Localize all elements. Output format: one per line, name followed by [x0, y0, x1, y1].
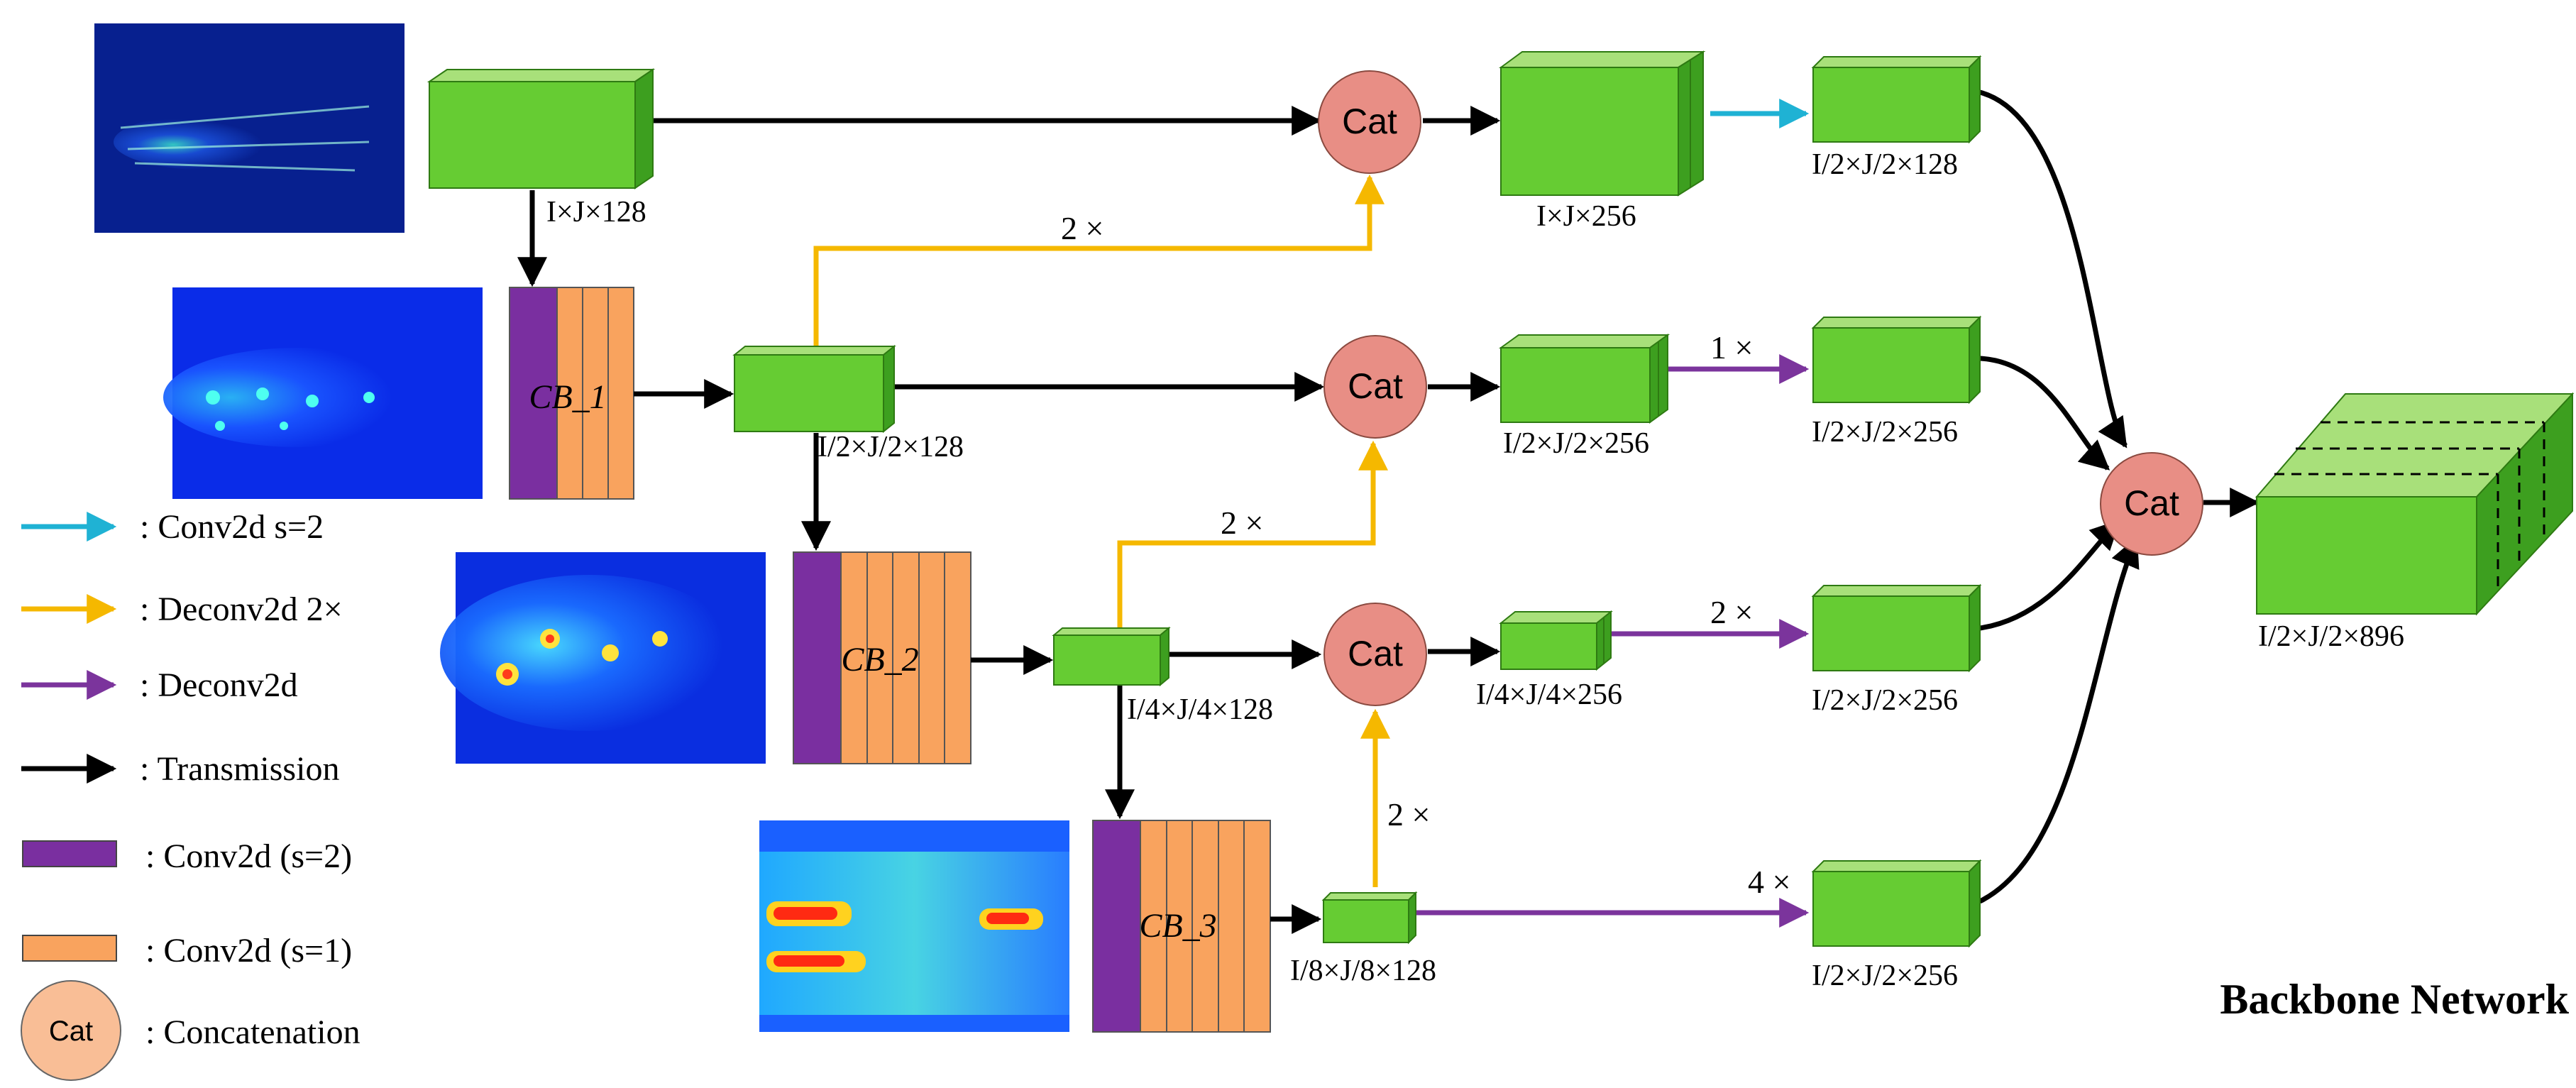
feature-cube-o4 [1811, 859, 1982, 948]
cat-node-final-label: Cat [2124, 483, 2179, 523]
dim-out3: I/2×J/2×256 [1812, 684, 1958, 717]
feature-cube-f3 [1052, 626, 1171, 687]
mult-up-low: 2 × [1387, 796, 1430, 833]
legend-swatch-cat-circle: Cat [21, 980, 121, 1081]
cb3-block: CB_3 [1092, 820, 1271, 1033]
dim-in1: I×J×128 [546, 196, 646, 229]
legend: : Conv2d s=2 : Deconv2d 2× : Deconv2d : … [21, 508, 360, 1081]
edge-o4-catf [1978, 537, 2140, 904]
cat-node-2: Cat [1323, 335, 1427, 439]
feature-cube-o1 [1811, 55, 1982, 144]
legend-label-3: : Transmission [140, 750, 339, 788]
feature-cube-f4 [1321, 891, 1418, 945]
legend-swatch-orange-rect [22, 935, 117, 962]
dim-in4: I/8×J/8×128 [1290, 955, 1436, 987]
feature-cube-f2 [732, 344, 896, 434]
dim-cat2: I/2×J/2×256 [1503, 427, 1649, 460]
dim-out2: I/2×J/2×256 [1812, 416, 1958, 449]
cat-node-2-label: Cat [1348, 366, 1403, 406]
cat-node-3-label: Cat [1348, 634, 1403, 674]
mult-out4: 4 × [1748, 864, 1790, 900]
feature-cube-final [2255, 392, 2575, 616]
edge-f3-cat2-up [1117, 440, 1388, 628]
feature-cube-f1 [426, 68, 656, 189]
cb3-label: CB_3 [1139, 907, 1216, 945]
mult-up-top: 2 × [1061, 210, 1103, 246]
legend-label-6: : Concatenation [145, 1013, 360, 1051]
input-image-4 [759, 820, 1069, 1032]
legend-cat-text: Cat [49, 1016, 93, 1047]
legend-label-2: : Deconv2d [140, 666, 298, 704]
cb1-label: CB_1 [529, 378, 606, 416]
edge-o1-catf [1979, 89, 2128, 449]
legend-swatch-purple-rect [22, 840, 117, 867]
mult-up-mid: 2 × [1221, 505, 1263, 541]
cb2-block: CB_2 [793, 551, 971, 764]
dim-out4: I/2×J/2×256 [1812, 960, 1958, 992]
cat-node-1-label: Cat [1342, 101, 1397, 141]
dim-in3: I/4×J/4×128 [1127, 693, 1273, 726]
mult-out3: 2 × [1710, 594, 1753, 630]
input-image-2 [163, 287, 483, 499]
cb2-label: CB_2 [841, 641, 918, 678]
dim-cat1: I×J×256 [1536, 200, 1636, 233]
cat-node-3: Cat [1323, 603, 1427, 706]
legend-label-1: : Deconv2d 2× [140, 590, 343, 628]
legend-label-0: : Conv2d s=2 [140, 508, 324, 546]
cat-node-1: Cat [1318, 70, 1421, 174]
edges [517, 89, 2260, 934]
dim-in2: I/2×J/2×128 [818, 431, 964, 463]
cb1-block: CB_1 [509, 287, 634, 500]
dim-final: I/2×J/2×896 [2258, 620, 2404, 653]
dim-out1: I/2×J/2×128 [1812, 148, 1958, 181]
edge-o2-catf [1979, 356, 2110, 471]
edge-o3-catf [1979, 520, 2120, 631]
diagram-title: Backbone Network [2220, 976, 2569, 1023]
input-image-3 [440, 552, 766, 764]
dim-cat3: I/4×J/4×256 [1476, 678, 1622, 711]
mult-out2: 1 × [1710, 329, 1753, 366]
cat-node-final: Cat [2100, 452, 2203, 556]
feature-cube-o2 [1811, 315, 1982, 405]
legend-label-4: : Conv2d (s=2) [145, 837, 352, 875]
edge-f2-cat1-up [813, 174, 1385, 348]
feature-cube-c2 [1498, 334, 1670, 424]
input-image-1 [94, 23, 404, 233]
legend-label-5: : Conv2d (s=1) [145, 932, 352, 969]
feature-cube-o3 [1811, 583, 1982, 673]
feature-cube-c3 [1499, 610, 1613, 671]
feature-cube-c1 [1498, 50, 1706, 197]
